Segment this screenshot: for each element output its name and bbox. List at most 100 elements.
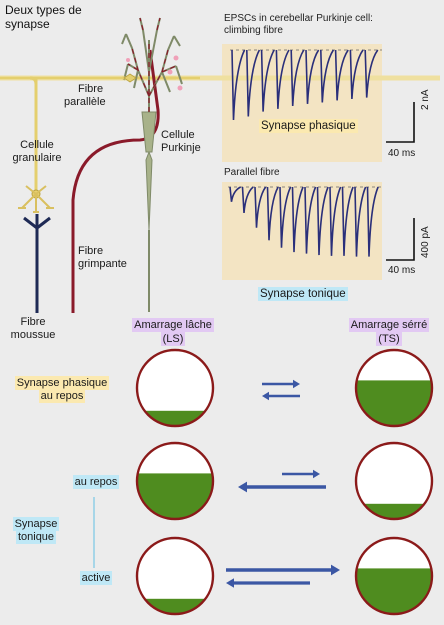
circle-row2-ts-background bbox=[356, 443, 432, 519]
mossy-fibre bbox=[23, 214, 51, 313]
parallel-trace-epsc bbox=[366, 186, 379, 257]
label-cellule-purkinje: Cellule Purkinje bbox=[161, 130, 201, 154]
circle-row2-ls-vesicle-fill bbox=[137, 473, 213, 519]
label-synapse-phasique-trace-text: Synapse phasique bbox=[259, 119, 358, 133]
climbing-trace-epsc bbox=[290, 49, 305, 107]
circle-row2-ls bbox=[135, 441, 215, 521]
label-fibre-parallele-l1: Fibre bbox=[78, 83, 104, 95]
label-fibre-grimpante-l2: grimpante bbox=[78, 258, 127, 270]
label-synapse-tonique-trace: Synapse tonique bbox=[258, 287, 348, 301]
climbing-trace-epsc bbox=[349, 49, 364, 100]
circle-row3-ts-vesicle-fill bbox=[356, 568, 432, 614]
climbing-trace-epsc bbox=[246, 49, 261, 117]
column-header-ls-l1: Amarrage lâche bbox=[132, 318, 214, 332]
label-fibre-moussue-l2: moussue bbox=[10, 329, 56, 341]
climbing-trace-header-l2: climbing fibre bbox=[224, 25, 283, 36]
parallel-trace-epsc bbox=[229, 186, 242, 202]
parallel-trace-epsc bbox=[304, 186, 317, 254]
column-header-ts-l2: (TS) bbox=[376, 332, 402, 346]
climbing-scale-y: 2 nA bbox=[420, 80, 431, 110]
parallel-trace-epsc bbox=[279, 186, 292, 248]
label-fibre-grimpante: Fibre grimpante bbox=[78, 246, 127, 270]
climbing-scale-y-text: 2 nA bbox=[420, 89, 431, 110]
parallel-scale-bar bbox=[386, 218, 415, 261]
arrow-row3-back-head bbox=[226, 578, 234, 588]
climbing-trace-header-l1: EPSCs in cerebellar Purkinje cell: bbox=[224, 13, 373, 24]
parallel-trace bbox=[228, 186, 382, 257]
label-cellule-granulaire: Cellule granulaire bbox=[4, 140, 70, 164]
row-label-phasique: Synapse phasique au repos bbox=[4, 376, 120, 403]
circle-row2-ts-vesicle-fill bbox=[356, 503, 432, 519]
parallel-trace-epsc bbox=[316, 186, 329, 256]
label-synapse-tonique-trace-text: Synapse tonique bbox=[258, 287, 348, 301]
climbing-trace-epsc bbox=[231, 49, 246, 121]
parallel-trace-epsc bbox=[329, 186, 342, 256]
parallel-trace-header: Parallel fibre bbox=[224, 167, 280, 179]
circle-row3-ls-vesicle-fill bbox=[137, 598, 213, 614]
climbing-trace-epsc bbox=[275, 49, 290, 109]
climbing-trace bbox=[230, 49, 382, 121]
parallel-trace-epsc bbox=[354, 186, 367, 257]
column-header-ls-l2: (LS) bbox=[160, 332, 186, 346]
label-fibre-parallele-l2: parallèle bbox=[64, 96, 106, 108]
label-fibre-moussue: Fibre moussue bbox=[5, 317, 61, 341]
circle-row1-ls-background bbox=[137, 350, 213, 426]
parallel-scale-x: 40 ms bbox=[388, 265, 415, 276]
climbing-trace-epsc bbox=[260, 49, 275, 112]
circle-row3-ts bbox=[354, 536, 434, 616]
row-label-tonique: Synapse tonique bbox=[6, 517, 66, 544]
label-cellule-purkinje-l1: Cellule bbox=[161, 129, 195, 141]
climbing-trace-epsc bbox=[305, 49, 320, 104]
row-label-active: active bbox=[64, 571, 128, 585]
parallel-scale-x-text: 40 ms bbox=[388, 265, 416, 276]
parallel-scale-y-text: 400 pA bbox=[420, 226, 431, 258]
label-synapse-phasique-trace: Synapse phasique bbox=[259, 119, 358, 133]
circle-row3-ls-background bbox=[137, 538, 213, 614]
label-cellule-granulaire-l2: granulaire bbox=[12, 152, 62, 164]
circle-row1-ts bbox=[354, 348, 434, 428]
figure-title-line1: Deux types de bbox=[5, 3, 82, 17]
climbing-scale-x-text: 40 ms bbox=[388, 148, 416, 159]
parallel-trace-epsc bbox=[341, 186, 354, 256]
arrow-row1-back-head bbox=[262, 391, 269, 401]
climbing-trace-epsc bbox=[334, 49, 349, 101]
figure-title-line2: synapse bbox=[5, 17, 50, 31]
parallel-scale-y: 400 pA bbox=[420, 218, 431, 258]
circle-row1-ts-vesicle-fill bbox=[356, 380, 432, 426]
row-label-au-repos-text: au repos bbox=[72, 475, 120, 489]
column-header-ts-l1: Amarrage sérré bbox=[348, 318, 430, 332]
circle-row3-ls bbox=[135, 536, 215, 616]
label-cellule-granulaire-l1: Cellule bbox=[20, 139, 54, 151]
climbing-scale-x: 40 ms bbox=[388, 148, 415, 159]
row-label-tonique-l2: tonique bbox=[15, 530, 57, 544]
column-header-ls: Amarrage lâche (LS) bbox=[118, 318, 228, 346]
label-fibre-moussue-l1: Fibre bbox=[20, 316, 46, 328]
arrow-row2-forward-head bbox=[313, 469, 320, 479]
row-label-au-repos: au repos bbox=[64, 475, 128, 489]
parallel-trace-header-text: Parallel fibre bbox=[224, 167, 280, 178]
docking-diagram bbox=[135, 348, 434, 616]
parallel-fibre-synapse bbox=[123, 73, 137, 83]
granule-cell bbox=[18, 185, 54, 213]
parallel-trace-epsc bbox=[254, 186, 267, 228]
row-label-phasique-l2: au repos bbox=[38, 389, 86, 403]
figure-title: Deux types de synapse bbox=[5, 4, 82, 30]
arrow-row2-back-head bbox=[238, 481, 247, 493]
circle-row2-ts bbox=[354, 441, 434, 521]
circle-row1-ls bbox=[135, 348, 215, 428]
label-fibre-parallele: Fibre parallèle bbox=[64, 84, 106, 108]
parallel-trace-epsc bbox=[241, 186, 254, 213]
climbing-trace-epsc bbox=[364, 49, 379, 98]
arrow-row3-forward-head bbox=[331, 564, 340, 576]
climbing-trace-header: EPSCs in cerebellar Purkinje cell: climb… bbox=[224, 13, 373, 37]
circle-row1-ls-vesicle-fill bbox=[137, 410, 213, 426]
label-fibre-grimpante-l1: Fibre bbox=[78, 245, 104, 257]
climbing-scale-bar bbox=[386, 102, 415, 143]
climbing-trace-epsc bbox=[320, 49, 335, 103]
parallel-trace-epsc bbox=[291, 186, 304, 253]
arrow-row1-forward-head bbox=[293, 379, 300, 389]
column-header-ts: Amarrage sérré (TS) bbox=[334, 318, 444, 346]
row-label-active-text: active bbox=[79, 571, 113, 585]
parallel-trace-epsc bbox=[266, 186, 279, 241]
